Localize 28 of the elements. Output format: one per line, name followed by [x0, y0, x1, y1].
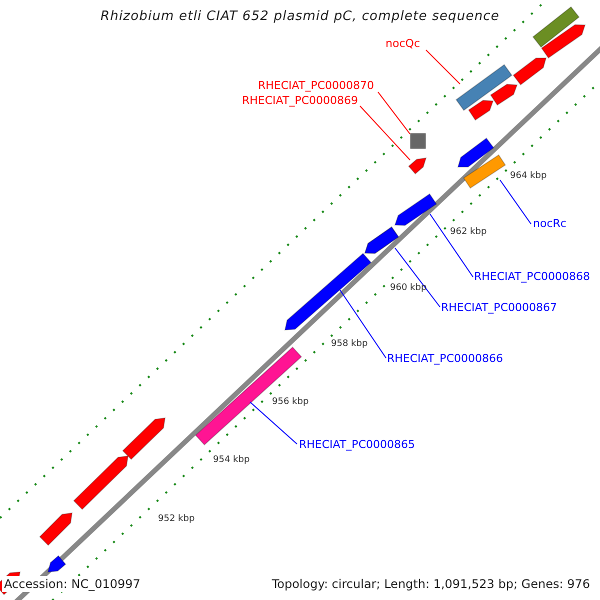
- scale-label: 960 kbp: [390, 284, 427, 293]
- leader-line: [394, 248, 440, 308]
- leader-line: [340, 290, 386, 358]
- gene-label: RHECIAT_PC0000866: [387, 353, 503, 364]
- gene-feature: [408, 157, 427, 174]
- title: Rhizobium etli CIAT 652 plasmid pC, complete sequence: [99, 10, 501, 23]
- gene-label: RHECIAT_PC0000867: [441, 302, 557, 313]
- gene-feature: [284, 252, 372, 331]
- leader-line: [500, 180, 532, 224]
- gene-feature: [456, 64, 512, 111]
- accession-text: Accession: NC_010997: [2, 576, 142, 592]
- leader-line: [426, 50, 460, 84]
- leader-line: [430, 214, 474, 278]
- gene-label: RHECIAT_PC0000868: [474, 271, 590, 282]
- gene-feature: [394, 193, 438, 226]
- leader-line: [378, 92, 410, 134]
- scale-label: 952 kbp: [158, 515, 195, 524]
- gene-label: RHECIAT_PC0000865: [299, 439, 415, 450]
- gene-label: RHECIAT_PC0000870: [258, 80, 374, 91]
- scale-label: 956 kbp: [272, 398, 309, 407]
- gene-feature: [410, 133, 426, 149]
- summary-text: Topology: circular; Length: 1,091,523 bp; Genes: 976: [270, 576, 592, 592]
- leader-line: [360, 106, 410, 160]
- gene-label: RHECIAT_PC0000869: [242, 95, 358, 106]
- gene-label: nocRc: [533, 218, 566, 229]
- gene-label: nocQc: [386, 38, 420, 49]
- gene-feature: [463, 154, 506, 189]
- leader-line: [250, 402, 298, 444]
